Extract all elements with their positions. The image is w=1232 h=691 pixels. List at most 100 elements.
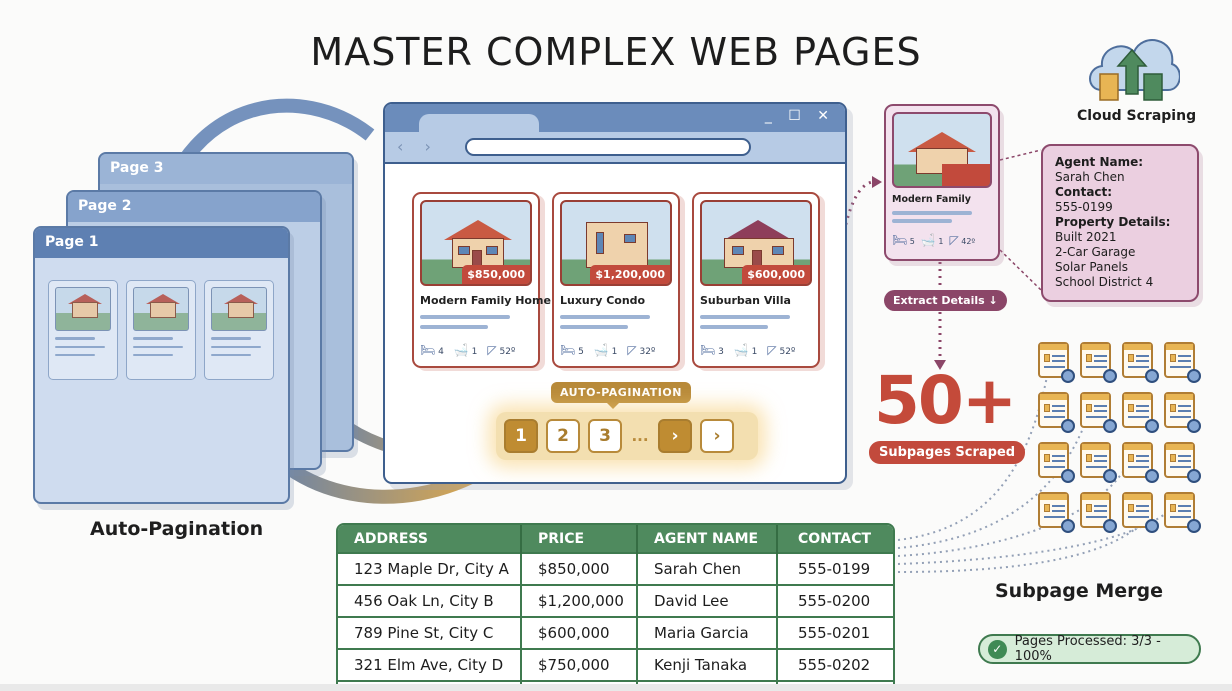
cell-address: 321 Elm Ave, City D — [338, 648, 522, 681]
listing-amenities: 🛏 4 🛁 1 ◸ 52º — [420, 343, 516, 357]
agent-value: Sarah Chen — [1055, 170, 1125, 184]
subpage-documents-grid — [1038, 342, 1201, 533]
back-forward-icons[interactable]: ‹ › — [397, 137, 439, 156]
house-thumbnail-icon — [211, 287, 267, 331]
cell-contact: 555-0199 — [777, 552, 893, 585]
document-search-icon — [1080, 392, 1117, 433]
bed-icon: 🛏 — [560, 343, 576, 357]
house-thumbnail-icon — [133, 287, 189, 331]
condo-image-icon: $1,200,000 — [560, 200, 672, 286]
cell-address: 789 Pine St, City C — [338, 616, 522, 649]
document-search-icon — [1038, 442, 1075, 483]
next-page-button[interactable]: › — [658, 419, 692, 453]
listing-amenities: 🛏 5 🛁 1 ◸ 32º — [560, 343, 656, 357]
mini-listing-card — [48, 280, 118, 380]
page-1-button[interactable]: 1 — [504, 419, 538, 453]
column-header[interactable]: CONTACT — [777, 525, 893, 553]
cell-price: $750,000 — [521, 648, 638, 681]
listing-amenities: 🛏 3 🛁 1 ◸ 52º — [700, 343, 796, 357]
document-search-icon — [1164, 342, 1201, 383]
listing-price: $600,000 — [742, 265, 810, 284]
page-3-button[interactable]: 3 — [588, 419, 622, 453]
listing-price: $1,200,000 — [590, 265, 670, 284]
cell-contact: 555-0202 — [777, 648, 893, 681]
villa-image-icon: $600,000 — [700, 200, 812, 286]
document-search-icon — [1038, 392, 1075, 433]
bed-icon: 🛏 — [700, 343, 716, 357]
listing-price: $850,000 — [462, 265, 530, 284]
contact-value: 555-0199 — [1055, 200, 1113, 214]
contact-label: Contact: — [1055, 185, 1113, 199]
table-row: 123 Maple Dr, City A $850,000 Sarah Chen… — [338, 552, 893, 585]
status-text: Pages Processed: 3/3 - 100% — [1014, 634, 1161, 664]
browser-toolbar: ‹ › — [385, 132, 845, 164]
cell-price: $850,000 — [521, 552, 638, 585]
subpage-count: 50+ — [874, 362, 1017, 439]
listing-card[interactable]: $1,200,000 Luxury Condo 🛏 5 🛁 1 ◸ 32º — [552, 192, 680, 368]
bottom-strip — [0, 684, 1232, 691]
detail-name: Modern Family — [892, 194, 971, 205]
property-label: Property Details: — [1055, 215, 1171, 229]
status-badge: ✓ Pages Processed: 3/3 - 100% — [978, 634, 1201, 664]
cell-address: 456 Oak Ln, City B — [338, 584, 522, 617]
agent-label: Agent Name: — [1055, 155, 1144, 169]
document-search-icon — [1080, 492, 1117, 533]
cloud-scraping-label: Cloud Scraping — [1077, 108, 1197, 124]
cell-agent: Maria Garcia — [637, 616, 778, 649]
bath-icon: 🛁 — [593, 343, 609, 357]
bath-icon: 🛁 — [453, 343, 469, 357]
property-detail: 2-Car Garage — [1055, 245, 1136, 259]
document-search-icon — [1122, 392, 1159, 433]
pagination-ellipsis: ... — [631, 427, 649, 445]
column-header[interactable]: AGENT NAME — [637, 525, 778, 553]
listing-card[interactable]: $850,000 Modern Family Home 🛏 4 🛁 1 ◸ 52… — [412, 192, 551, 368]
bed-icon: 🛏 — [420, 343, 436, 357]
table-header-row: ADDRESS PRICE AGENT NAME CONTACT — [338, 525, 893, 553]
extract-details-button[interactable]: Extract Details ↓ — [884, 290, 1007, 311]
results-table: ADDRESS PRICE AGENT NAME CONTACT 123 Map… — [336, 523, 895, 691]
cell-agent: David Lee — [637, 584, 778, 617]
cell-agent: Kenji Tanaka — [637, 648, 778, 681]
house-image-icon — [892, 112, 992, 188]
cell-price: $1,200,000 — [521, 584, 638, 617]
page-title: MASTER COMPLEX WEB PAGES — [310, 30, 922, 74]
check-icon: ✓ — [988, 639, 1007, 659]
extracted-info-panel: Agent Name: Sarah Chen Contact: 555-0199… — [1041, 144, 1199, 302]
page-1-window: Page 1 — [33, 226, 290, 504]
mini-listing-card — [204, 280, 274, 380]
address-bar[interactable] — [465, 138, 751, 156]
document-search-icon — [1080, 442, 1117, 483]
house-thumbnail-icon — [55, 287, 111, 331]
property-detail: Built 2021 — [1055, 230, 1117, 244]
listing-card[interactable]: $600,000 Suburban Villa 🛏 3 🛁 1 ◸ 52º — [692, 192, 820, 368]
detail-listing-card[interactable]: Modern Family 🛏 5 🛁 1 ◸ 42º — [884, 104, 1000, 261]
document-search-icon — [1080, 342, 1117, 383]
cell-agent: Sarah Chen — [637, 552, 778, 585]
browser-tab[interactable] — [419, 114, 539, 134]
subpages-scraped-badge: Subpages Scraped — [869, 441, 1026, 464]
house-image-icon: $850,000 — [420, 200, 532, 286]
detail-amenities: 🛏 5 🛁 1 ◸ 42º — [892, 233, 976, 247]
column-header[interactable]: PRICE — [521, 525, 638, 553]
page-2-button[interactable]: 2 — [546, 419, 580, 453]
browser-titlebar: _ ☐ ✕ — [385, 104, 845, 134]
subpage-merge-label: Subpage Merge — [995, 580, 1163, 602]
bath-icon: 🛁 — [920, 233, 936, 247]
cell-contact: 555-0200 — [777, 584, 893, 617]
last-page-button[interactable]: › — [700, 419, 734, 453]
browser-window: _ ☐ ✕ ‹ › $850,000 Modern Family Home 🛏 … — [383, 102, 847, 484]
cell-address: 123 Maple Dr, City A — [338, 552, 522, 585]
document-search-icon — [1164, 442, 1201, 483]
page-1-title: Page 1 — [35, 228, 288, 258]
bath-icon: 🛁 — [733, 343, 749, 357]
window-controls[interactable]: _ ☐ ✕ — [764, 108, 835, 124]
listing-name: Luxury Condo — [560, 294, 646, 307]
listing-name: Modern Family Home — [420, 294, 551, 307]
property-detail: School District 4 — [1055, 275, 1154, 289]
document-search-icon — [1122, 342, 1159, 383]
property-detail: Solar Panels — [1055, 260, 1129, 274]
column-header[interactable]: ADDRESS — [338, 525, 522, 553]
area-icon: ◸ — [487, 343, 497, 357]
pagination-bar: 1 2 3 ... › › — [496, 412, 758, 460]
